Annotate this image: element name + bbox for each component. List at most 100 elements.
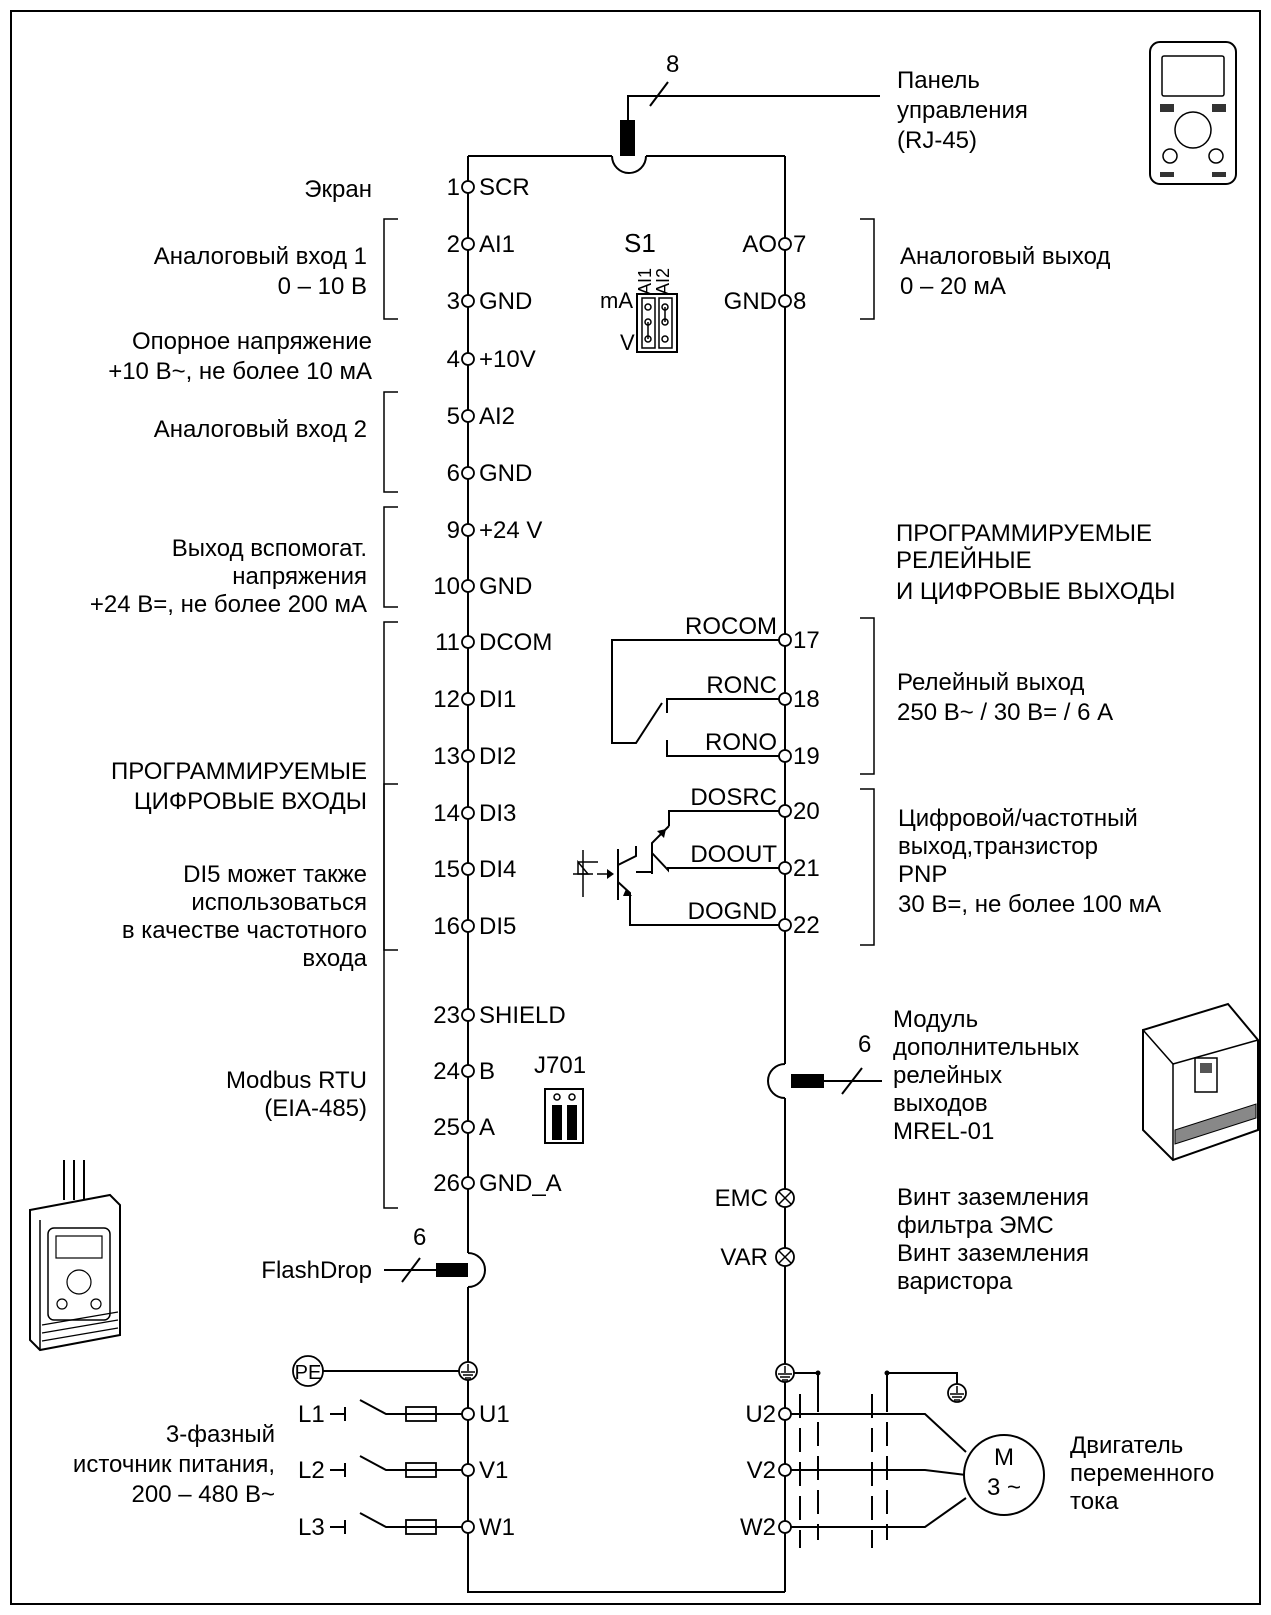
terminal-14-name: DI3 — [479, 800, 516, 827]
terminal-19-number: 19 — [793, 743, 820, 770]
motor-label-2: переменного — [1070, 1460, 1214, 1487]
panel-label-line-1: Панель — [897, 67, 980, 94]
terminal-V1-name: V1 — [479, 1457, 508, 1484]
terminal-W2-contact — [778, 1520, 792, 1534]
left-labels: Экран Аналоговый вход 1 0 – 10 В Опорное… — [90, 176, 372, 1122]
mrel-label-2: дополнительных — [893, 1034, 1079, 1061]
power-line-L3-label: L3 — [298, 1514, 325, 1541]
terminal-21-name: DOOUT — [690, 841, 777, 868]
terminal-5-number: 5 — [447, 403, 460, 430]
mrel-label-3: релейных — [893, 1062, 1002, 1089]
terminal-4-contact — [461, 352, 475, 366]
power-line-L2-label: L2 — [298, 1457, 325, 1484]
terminal-7-contact — [778, 237, 792, 251]
panel-cable-count: 8 — [666, 51, 679, 78]
terminal-20-contact — [778, 804, 792, 818]
power-line-L1-label: L1 — [298, 1401, 325, 1428]
terminal-25-name: A — [479, 1114, 495, 1141]
ref-label-2: +10 В~, не более 10 мА — [108, 358, 372, 385]
transistor-output — [573, 810, 779, 926]
terminal-17-number: 17 — [793, 627, 820, 654]
terminal-4-name: +10V — [479, 346, 536, 373]
var-screw-label: VAR — [720, 1244, 768, 1271]
terminal-10-contact — [461, 579, 475, 593]
terminal-11-name: DCOM — [479, 629, 552, 656]
terminal-8-contact — [778, 294, 792, 308]
terminal-26-number: 26 — [433, 1170, 460, 1197]
power-label-2: источник питания, — [73, 1451, 275, 1478]
prog-label-3: И ЦИФРОВЫЕ ВЫХОДЫ — [896, 578, 1175, 605]
power-line-L1-switch — [359, 1399, 406, 1415]
s1-v-label: V — [620, 330, 635, 355]
terminal-9-number: 9 — [447, 517, 460, 544]
ground-screws: EMC VAR — [715, 1185, 795, 1271]
prog-label-1: ПРОГРАММИРУЕМЫЕ — [896, 520, 1152, 547]
terminal-13-number: 13 — [433, 743, 460, 770]
terminal-V1-contact — [461, 1463, 475, 1477]
ai2-label: Аналоговый вход 2 — [154, 416, 367, 443]
terminal-6-name: GND — [479, 460, 532, 487]
emc-screw-label: EMC — [715, 1185, 768, 1212]
panel-label-line-3: (RJ-45) — [897, 127, 977, 154]
power-label-3: 200 – 480 В~ — [132, 1481, 275, 1508]
terminal-8-name: GND — [724, 288, 777, 315]
terminal-3-name: GND — [479, 288, 532, 315]
terminal-V2-name: V2 — [747, 1457, 776, 1484]
terminal-20-number: 20 — [793, 798, 820, 825]
terminal-W2-name: W2 — [740, 1514, 776, 1541]
j701-title: J701 — [534, 1052, 586, 1079]
terminal-U1-contact — [461, 1407, 475, 1421]
motor-cable-core — [799, 1394, 873, 1548]
terminal-14-number: 14 — [433, 800, 460, 827]
terminal-5-name: AI2 — [479, 403, 515, 430]
terminal-18-name: RONC — [706, 672, 777, 699]
terminal-W1-name: W1 — [479, 1514, 515, 1541]
modbus-label-1: Modbus RTU — [226, 1067, 367, 1094]
terminal-18-contact — [778, 692, 792, 706]
terminal-17-contact — [778, 633, 792, 647]
terminal-22-name: DOGND — [688, 898, 777, 925]
power-line-L2-stub — [330, 1463, 346, 1477]
terminal-23-name: SHIELD — [479, 1002, 566, 1029]
ref-label-1: Опорное напряжение — [132, 328, 372, 355]
terminal-10-name: GND — [479, 573, 532, 600]
terminal-22-contact — [778, 918, 792, 932]
terminal-8-number: 8 — [793, 288, 806, 315]
digital-label-4: 30 В=, не более 100 мА — [898, 891, 1161, 918]
terminal-15-number: 15 — [433, 856, 460, 883]
s1-title: S1 — [624, 228, 656, 258]
terminal-V2-contact — [778, 1463, 792, 1477]
terminal-16-number: 16 — [433, 913, 460, 940]
motor-symbol-line-2: 3 ~ — [987, 1474, 1021, 1501]
terminal-1-name: SCR — [479, 174, 530, 201]
terminal-13-contact — [461, 749, 475, 763]
terminal-22-number: 22 — [793, 912, 820, 939]
power-line-L1-stub — [330, 1407, 346, 1421]
di5-label-2: использоваться — [191, 889, 367, 916]
modbus-label-2: (EIA-485) — [264, 1095, 367, 1122]
ai1-label-1: Аналоговый вход 1 — [154, 243, 367, 270]
s1-ai1-label: AI1 — [635, 268, 655, 295]
pe-label: PE — [295, 1362, 322, 1384]
flashdrop-cable-count: 6 — [413, 1224, 426, 1251]
digital-label-2: выход,транзистор — [898, 833, 1098, 860]
control-panel-icon — [1149, 41, 1237, 185]
terminal-6-number: 6 — [447, 460, 460, 487]
power-label-1: 3-фазный — [166, 1421, 275, 1448]
motor-label-1: Двигатель — [1070, 1432, 1183, 1459]
ao-label-1: Аналоговый выход — [900, 243, 1110, 270]
s1-ma-label: mA — [600, 288, 633, 313]
terminal-2-contact — [461, 237, 475, 251]
terminal-20-name: DOSRC — [690, 784, 777, 811]
terminal-24-name: B — [479, 1058, 495, 1085]
terminal-16-name: DI5 — [479, 913, 516, 940]
terminal-2-number: 2 — [447, 231, 460, 258]
terminal-3-contact — [461, 294, 475, 308]
mrel-module-icon — [1142, 1002, 1259, 1162]
terminal-26-name: GND_A — [479, 1170, 562, 1197]
terminal-12-name: DI1 — [479, 686, 516, 713]
terminal-25-contact — [461, 1120, 475, 1134]
prog-label-2: РЕЛЕЙНЫЕ — [896, 546, 1032, 574]
